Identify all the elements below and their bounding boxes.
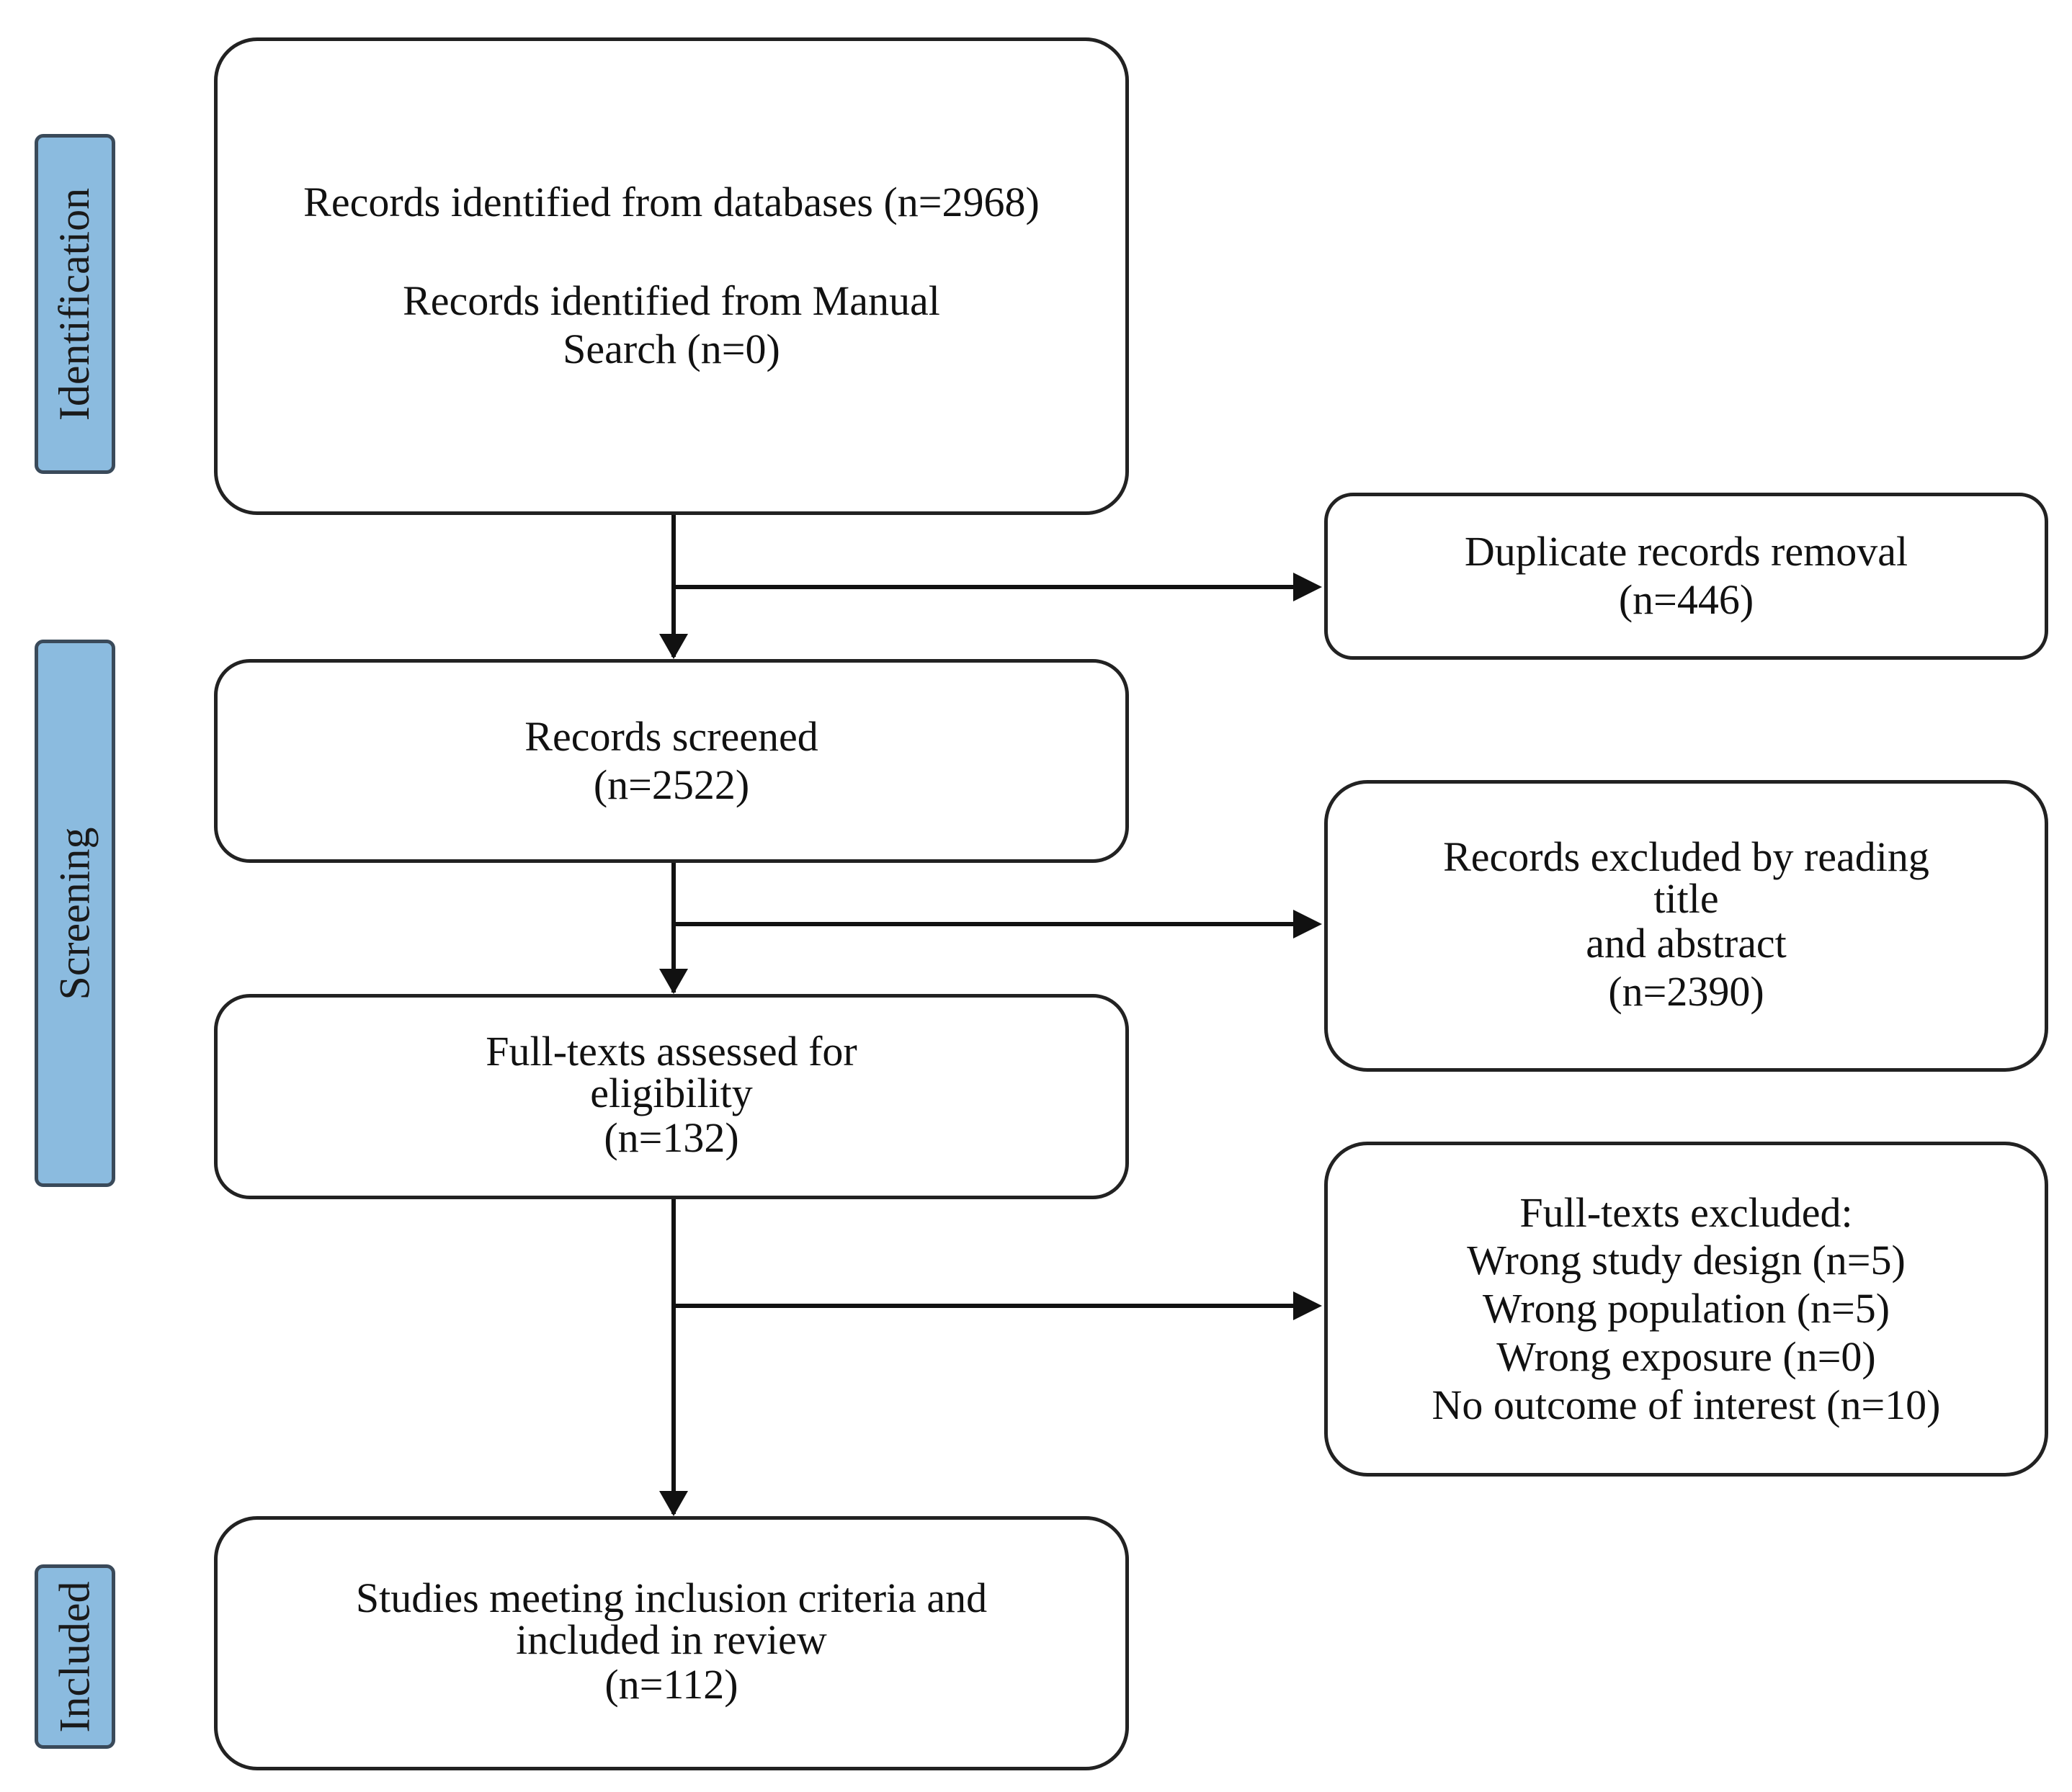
fulltext-assessed-count: (n=132)	[604, 1114, 739, 1162]
stage-included: Included	[35, 1564, 115, 1749]
excluded-title-abstract-line2: title	[1653, 874, 1719, 922]
fulltext-excluded-reason: Wrong population (n=5)	[1482, 1285, 1890, 1332]
box-fulltext-excluded: Full-texts excluded: Wrong study design …	[1324, 1142, 2048, 1477]
excluded-title-abstract-line3: and abstract	[1586, 919, 1787, 967]
stage-screening-label: Screening	[50, 827, 99, 1000]
fulltext-assessed-line1: Full-texts assessed for	[486, 1028, 857, 1075]
fulltext-excluded-title: Full-texts excluded:	[1519, 1188, 1853, 1236]
studies-included-line1: Studies meeting inclusion criteria and	[355, 1574, 988, 1622]
box-records-screened: Records screened (n=2522)	[214, 659, 1129, 863]
excluded-title-abstract-line1: Records excluded by reading	[1443, 833, 1929, 880]
stage-included-label: Included	[50, 1581, 99, 1732]
arrowhead-excluded-title-abstract	[1293, 910, 1322, 938]
stage-identification-label: Identification	[50, 187, 99, 421]
records-identified-manual: Records identified from Manual	[403, 277, 940, 325]
box-fulltext-assessed: Full-texts assessed for eligibility (n=1…	[214, 994, 1129, 1199]
arrowhead-included	[659, 1491, 688, 1516]
records-identified-manual-count: Search (n=0)	[563, 325, 780, 372]
records-screened-count: (n=2522)	[593, 761, 750, 808]
fulltext-excluded-reason: No outcome of interest (n=10)	[1432, 1381, 1941, 1428]
duplicate-removal-count: (n=446)	[1618, 576, 1754, 623]
box-excluded-title-abstract: Records excluded by reading title and ab…	[1324, 780, 2048, 1072]
arrowhead-fulltext	[659, 969, 688, 994]
fulltext-excluded-reason: Wrong study design (n=5)	[1467, 1237, 1906, 1284]
studies-included-count: (n=112)	[604, 1661, 738, 1708]
studies-included-line2: included in review	[516, 1616, 827, 1664]
duplicate-removal-title: Duplicate records removal	[1464, 528, 1908, 575]
stage-screening: Screening	[35, 640, 115, 1187]
fulltext-assessed-line2: eligibility	[590, 1070, 753, 1117]
stage-identification: Identification	[35, 134, 115, 474]
records-screened-title: Records screened	[524, 712, 818, 760]
arrowhead-fulltext-excluded	[1293, 1291, 1322, 1320]
fulltext-excluded-reason: Wrong exposure (n=0)	[1496, 1332, 1876, 1380]
box-studies-included: Studies meeting inclusion criteria and i…	[214, 1516, 1129, 1770]
box-duplicate-removal: Duplicate records removal (n=446)	[1324, 493, 2048, 660]
records-identified-databases: Records identified from databases (n=296…	[303, 179, 1040, 226]
arrowhead-screened	[659, 634, 688, 659]
box-records-identified: Records identified from databases (n=296…	[214, 37, 1129, 515]
arrowhead-duplicates	[1293, 573, 1322, 601]
excluded-title-abstract-count: (n=2390)	[1608, 967, 1764, 1015]
